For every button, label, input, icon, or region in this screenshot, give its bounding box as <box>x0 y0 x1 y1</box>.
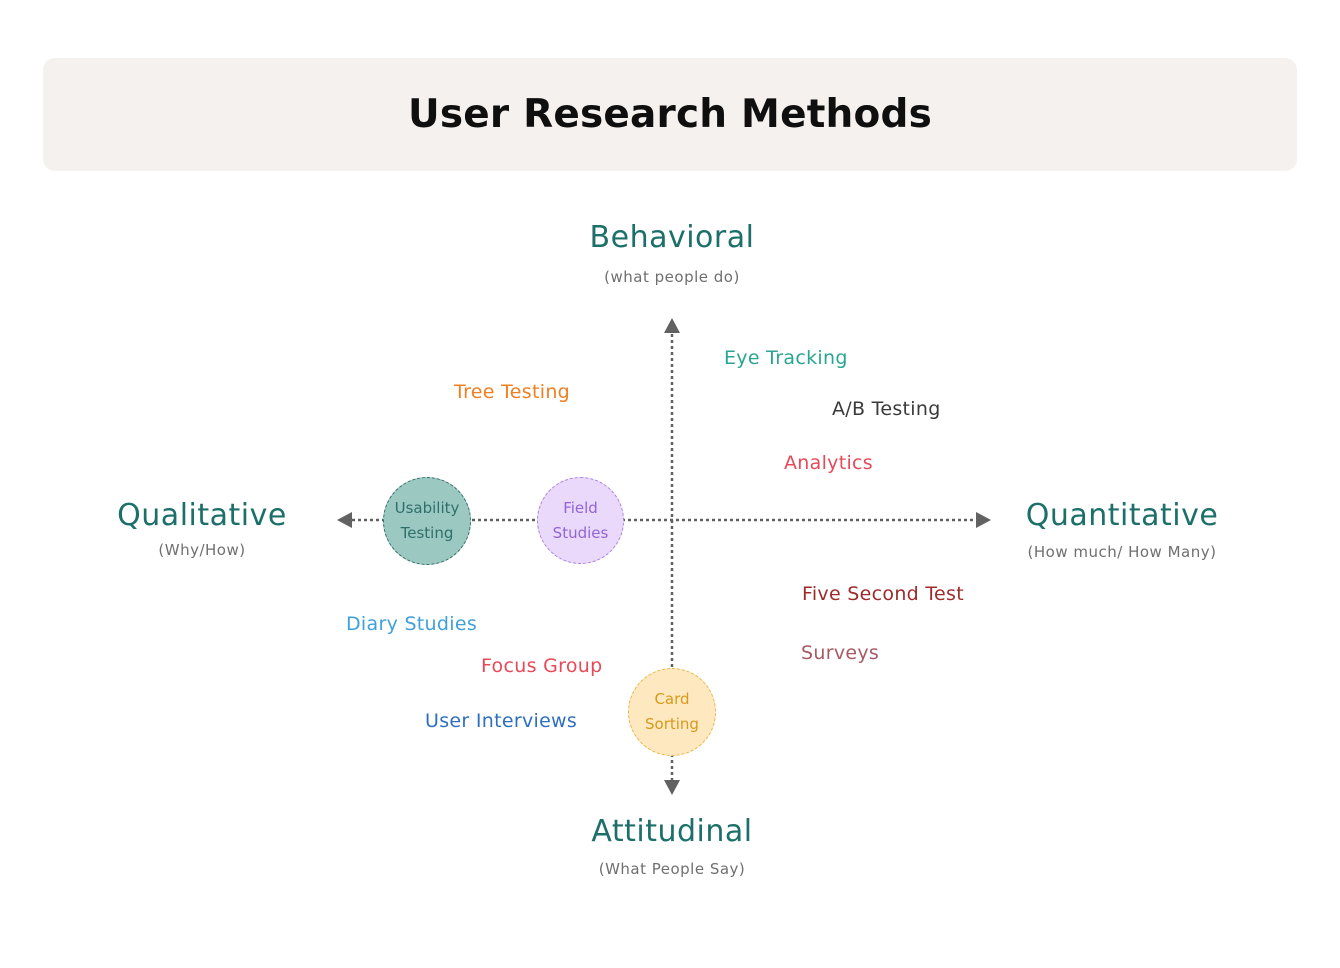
arrow-up-icon <box>664 318 680 333</box>
page-title: User Research Methods <box>407 92 933 137</box>
axis-bottom-sublabel: (What People Say) <box>598 860 746 878</box>
method-tree-testing: Tree Testing <box>454 381 571 403</box>
bubble-usability-testing-label: Usability Testing <box>394 499 460 542</box>
bubble-field-studies-label: Field Studies <box>552 498 609 542</box>
arrow-right-icon <box>976 512 991 528</box>
method-focus-group: Focus Group <box>481 655 603 677</box>
title-banner: User Research Methods <box>43 58 1297 171</box>
axis-left-sublabel: (Why/How) <box>158 541 246 559</box>
axis-right-label: Quantitative <box>1025 498 1219 533</box>
method-eye-tracking: Eye Tracking <box>724 347 848 369</box>
method-diary-studies: Diary Studies <box>346 613 478 635</box>
axis-bottom-label: Attitudinal <box>591 814 753 849</box>
bubble-usability-testing: Usability Testing <box>383 477 471 565</box>
bubble-field-studies: Field Studies <box>537 477 624 564</box>
bubble-card-sorting-label: Card Sorting <box>645 690 699 733</box>
axis-right-sublabel: (How much/ How Many) <box>1027 543 1217 561</box>
arrow-down-icon <box>664 780 680 795</box>
axis-top-sublabel: (what people do) <box>604 268 740 286</box>
method-ab-testing: A/B Testing <box>832 398 941 420</box>
method-five-second-test: Five Second Test <box>802 583 964 605</box>
arrow-left-icon <box>337 512 352 528</box>
axis-left-label: Qualitative <box>117 498 287 533</box>
method-surveys: Surveys <box>801 642 880 664</box>
method-user-interviews: User Interviews <box>425 710 578 732</box>
method-analytics: Analytics <box>784 452 873 474</box>
bubble-card-sorting: Card Sorting <box>628 668 716 756</box>
axis-top-label: Behavioral <box>589 220 755 255</box>
